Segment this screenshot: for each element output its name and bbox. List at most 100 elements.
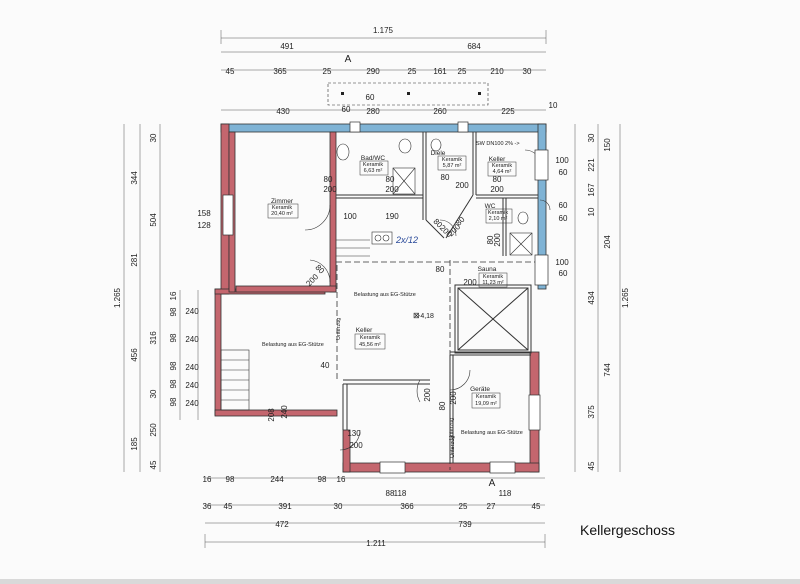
svg-text:200: 200 [423, 388, 432, 402]
svg-text:Zimmer: Zimmer [271, 198, 294, 205]
dim-right-row3-6: 45 [587, 461, 596, 470]
dim-top-row3-7: 210 [490, 67, 504, 76]
dim-top-total: 1.175 [373, 26, 394, 35]
dim-top-row3-3: 290 [366, 67, 380, 76]
light-wells [327, 82, 489, 106]
dim-top-row4-3: 225 [501, 107, 515, 116]
svg-text:2,10 m²: 2,10 m² [489, 216, 508, 222]
svg-text:Bad/WC: Bad/WC [361, 155, 386, 162]
sanitary-fixtures [336, 138, 533, 256]
dim-bot-row2-8: 27 [487, 502, 496, 511]
wall-left-lower [214, 288, 222, 416]
level-note: -4,18 [418, 313, 434, 320]
dim-left-row4-3: 98 [169, 361, 178, 370]
dim-bot-row2-1: 45 [224, 502, 233, 511]
door-labels: 80 200 80 200 80 200 80 200 100 190 80 2… [267, 173, 504, 450]
dim-top-row3-1: 365 [273, 67, 287, 76]
unterzug-lines [336, 260, 540, 470]
dim-right-row2-1: 204 [603, 235, 612, 249]
dim-right-row3-4: 434 [587, 291, 596, 305]
dim-top-row4-4: 10 [549, 101, 558, 110]
dim-right-row3-3: 10 [587, 207, 596, 216]
dim-bot-row2-4: 88 [386, 489, 395, 498]
dim-right-opening-1: 60 [559, 168, 568, 177]
svg-text:200: 200 [493, 233, 502, 247]
svg-text:Keramik: Keramik [492, 163, 512, 169]
dim-right-row3-1: 221 [587, 158, 596, 172]
window-geraete [528, 394, 541, 431]
wall-zimmer-right [329, 131, 337, 293]
svg-text:80: 80 [486, 235, 495, 244]
svg-text:200: 200 [463, 278, 477, 287]
svg-text:5,87 m²: 5,87 m² [443, 163, 462, 169]
dim-left-window-0: 158 [197, 209, 211, 218]
dim-top-row4-0: 430 [276, 107, 290, 116]
dim-top-row2-0: 491 [280, 42, 294, 51]
dim-bot-row2-9: 118 [499, 489, 512, 498]
svg-text:Keramik: Keramik [483, 274, 503, 280]
room-sauna: Sauna Keramik 11,23 m² [478, 266, 504, 286]
dim-bot-row1-2: 244 [270, 475, 284, 484]
svg-text:Keller: Keller [356, 327, 373, 334]
section-mark-top: A [345, 54, 352, 65]
room-wc: WC Keramik 2,10 m² [485, 203, 509, 222]
svg-text:200: 200 [349, 441, 363, 450]
svg-text:20,40 m²: 20,40 m² [271, 211, 293, 217]
dim-right-opening-5: 60 [559, 269, 568, 278]
unterzug-note-2: Unterzug [449, 418, 455, 440]
svg-text:Sauna: Sauna [478, 266, 497, 273]
sewer-note: SW DN100 2% -> [476, 141, 520, 147]
dim-right-outer: 1.265 [621, 287, 630, 308]
dim-left-row3-4: 45 [149, 460, 158, 469]
svg-text:80: 80 [441, 173, 450, 182]
dim-right-row2-2: 744 [603, 363, 612, 377]
dim-left-row2-1: 504 [149, 213, 158, 227]
room-diele: Diele Keramik 5,87 m² [431, 150, 463, 169]
window-bottom-1 [379, 461, 406, 474]
room-zimmer: Zimmer Keramik 20,40 m² [271, 198, 294, 217]
dim-left-row5-1: 240 [185, 335, 199, 344]
dim-left-outer: 1.265 [113, 287, 122, 308]
window-top-small-2 [457, 121, 469, 133]
load-note-2: Belastung aus EG-Stütze [262, 342, 324, 348]
crop-marks [204, 30, 547, 548]
dim-top-row3-6: 25 [458, 67, 467, 76]
dim-right-opening-0: 100 [555, 156, 569, 165]
svg-text:Geräte: Geräte [470, 386, 490, 393]
dim-left-row4-4: 98 [169, 379, 178, 388]
wall-right-upper-insulated [537, 123, 547, 290]
load-note-1: Belastung aus EG-Stütze [354, 292, 416, 298]
svg-text:200: 200 [490, 185, 504, 194]
dim-bot-row2-3: 30 [334, 502, 343, 511]
toilet-icon-wc [517, 211, 529, 225]
window-bottom-2 [489, 461, 516, 474]
unterzug-note-1: Unterzug [336, 318, 342, 340]
dim-top-row3-5: 161 [433, 67, 447, 76]
dimension-lines [123, 37, 621, 543]
toilet-icon [336, 143, 350, 161]
room-keller-small: Keller Keramik 4,64 m² [489, 156, 513, 175]
window-zimmer [222, 194, 234, 236]
svg-text:Diele: Diele [431, 150, 446, 157]
dim-bot-row2-5: 118 [394, 489, 407, 498]
window-top-small [349, 121, 361, 133]
svg-text:80: 80 [438, 401, 447, 410]
window-sauna [534, 254, 549, 286]
dim-left-row2-2: 281 [130, 253, 139, 267]
dim-right-row2-0: 150 [603, 138, 612, 152]
plan-title: Kellergeschoss [580, 522, 675, 538]
svg-text:130: 130 [347, 429, 361, 438]
dim-bot-row1-1: 98 [226, 475, 235, 484]
dim-top-row3-4: 25 [408, 67, 417, 76]
dim-left-row5-0: 240 [185, 307, 199, 316]
dim-top-row3-8: 30 [523, 67, 532, 76]
svg-text:40: 40 [321, 361, 330, 370]
dim-left-row5-4: 240 [185, 399, 199, 408]
wall-stair-bottom [214, 409, 338, 417]
svg-text:Keramik: Keramik [476, 394, 496, 400]
dim-right-opening-4: 100 [555, 258, 569, 267]
svg-text:200: 200 [449, 391, 458, 405]
level-marker-icon: ⊠ [413, 311, 420, 320]
svg-text:190: 190 [385, 212, 399, 221]
svg-text:4,64 m²: 4,64 m² [493, 169, 512, 175]
